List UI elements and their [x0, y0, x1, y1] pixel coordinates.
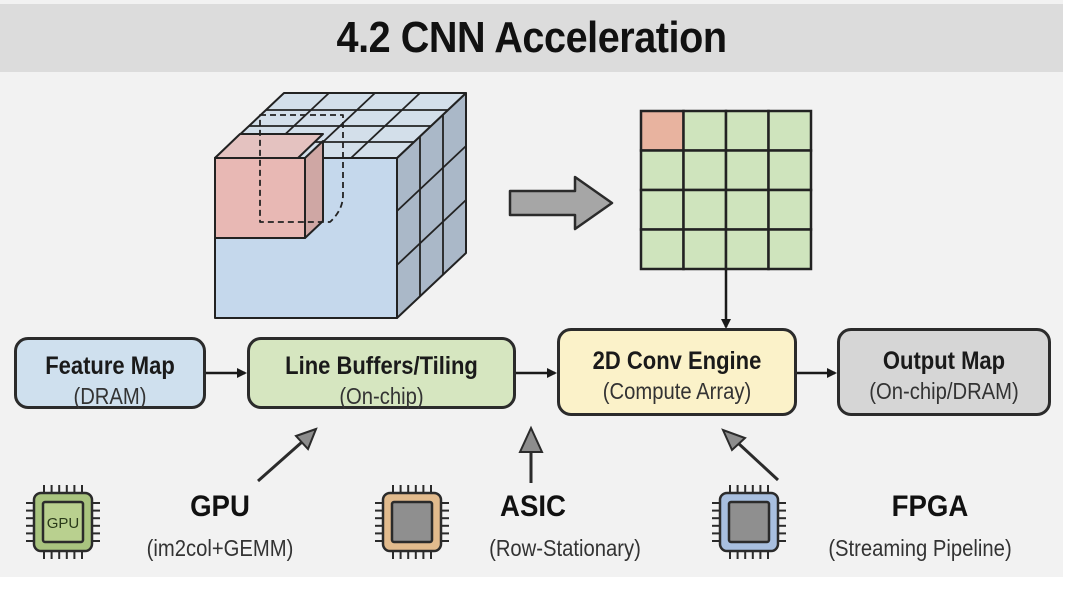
output-cell — [724, 228, 770, 271]
output-grid — [639, 109, 813, 271]
output-map-subtitle: (On-chip/DRAM) — [869, 378, 1019, 404]
arrow-gpu-to-buffers — [257, 427, 318, 483]
output-cell — [767, 109, 813, 152]
asic-chip-icon — [375, 485, 449, 559]
kernel-front — [214, 157, 306, 239]
fpga-method: (Streaming Pipeline) — [828, 535, 1012, 561]
line-buffers-title: Line Buffers/Tiling — [285, 352, 478, 380]
arrow-fpga-to-conv — [721, 428, 780, 482]
asic-method: (Row-Stationary) — [489, 535, 641, 561]
line-buffers-subtitle: (On-chip) — [339, 383, 424, 409]
output-cell — [639, 188, 685, 231]
output-cell — [767, 188, 813, 231]
feature-map-subtitle: (DRAM) — [73, 383, 147, 409]
gpu-chip-label: GPU — [47, 515, 80, 532]
conv-engine-subtitle: (Compute Array) — [602, 378, 752, 404]
conv-engine-box: 2D Conv Engine (Compute Array) — [557, 328, 797, 416]
output-map-box: Output Map (On-chip/DRAM) — [837, 328, 1051, 416]
asic-label: ASIC — [500, 490, 566, 523]
output-cell-highlighted — [639, 109, 685, 152]
output-cell — [767, 149, 813, 192]
output-cell — [724, 109, 770, 152]
fpga-label: FPGA — [891, 490, 969, 523]
output-cell — [767, 228, 813, 271]
output-cell — [724, 149, 770, 192]
input-volume-icon — [214, 92, 467, 319]
arrow-asic-to-pipeline — [518, 425, 544, 483]
fpga-chip-icon — [712, 485, 786, 559]
kernel-window-dashed — [259, 114, 344, 223]
output-map-title: Output Map — [882, 347, 1006, 375]
output-cell — [682, 109, 728, 152]
output-cell — [682, 149, 728, 192]
gpu-chip-icon: GPU — [26, 485, 100, 559]
output-cell — [682, 188, 728, 231]
feature-map-box: Feature Map (DRAM) — [14, 337, 206, 409]
transform-arrow-icon — [508, 175, 614, 231]
kernel-side — [304, 140, 324, 239]
output-cell — [682, 228, 728, 271]
header-bar — [0, 4, 1063, 72]
output-cell — [639, 228, 685, 271]
line-buffers-box: Line Buffers/Tiling (On-chip) — [247, 337, 516, 409]
gpu-label: GPU — [190, 490, 250, 523]
conv-engine-title: 2D Conv Engine — [592, 347, 762, 375]
gpu-method: (im2col+GEMM) — [146, 535, 294, 561]
page-title: 4.2 CNN Acceleration — [336, 13, 728, 62]
output-cell — [639, 149, 685, 192]
feature-map-title: Feature Map — [45, 352, 175, 380]
output-cell — [724, 188, 770, 231]
